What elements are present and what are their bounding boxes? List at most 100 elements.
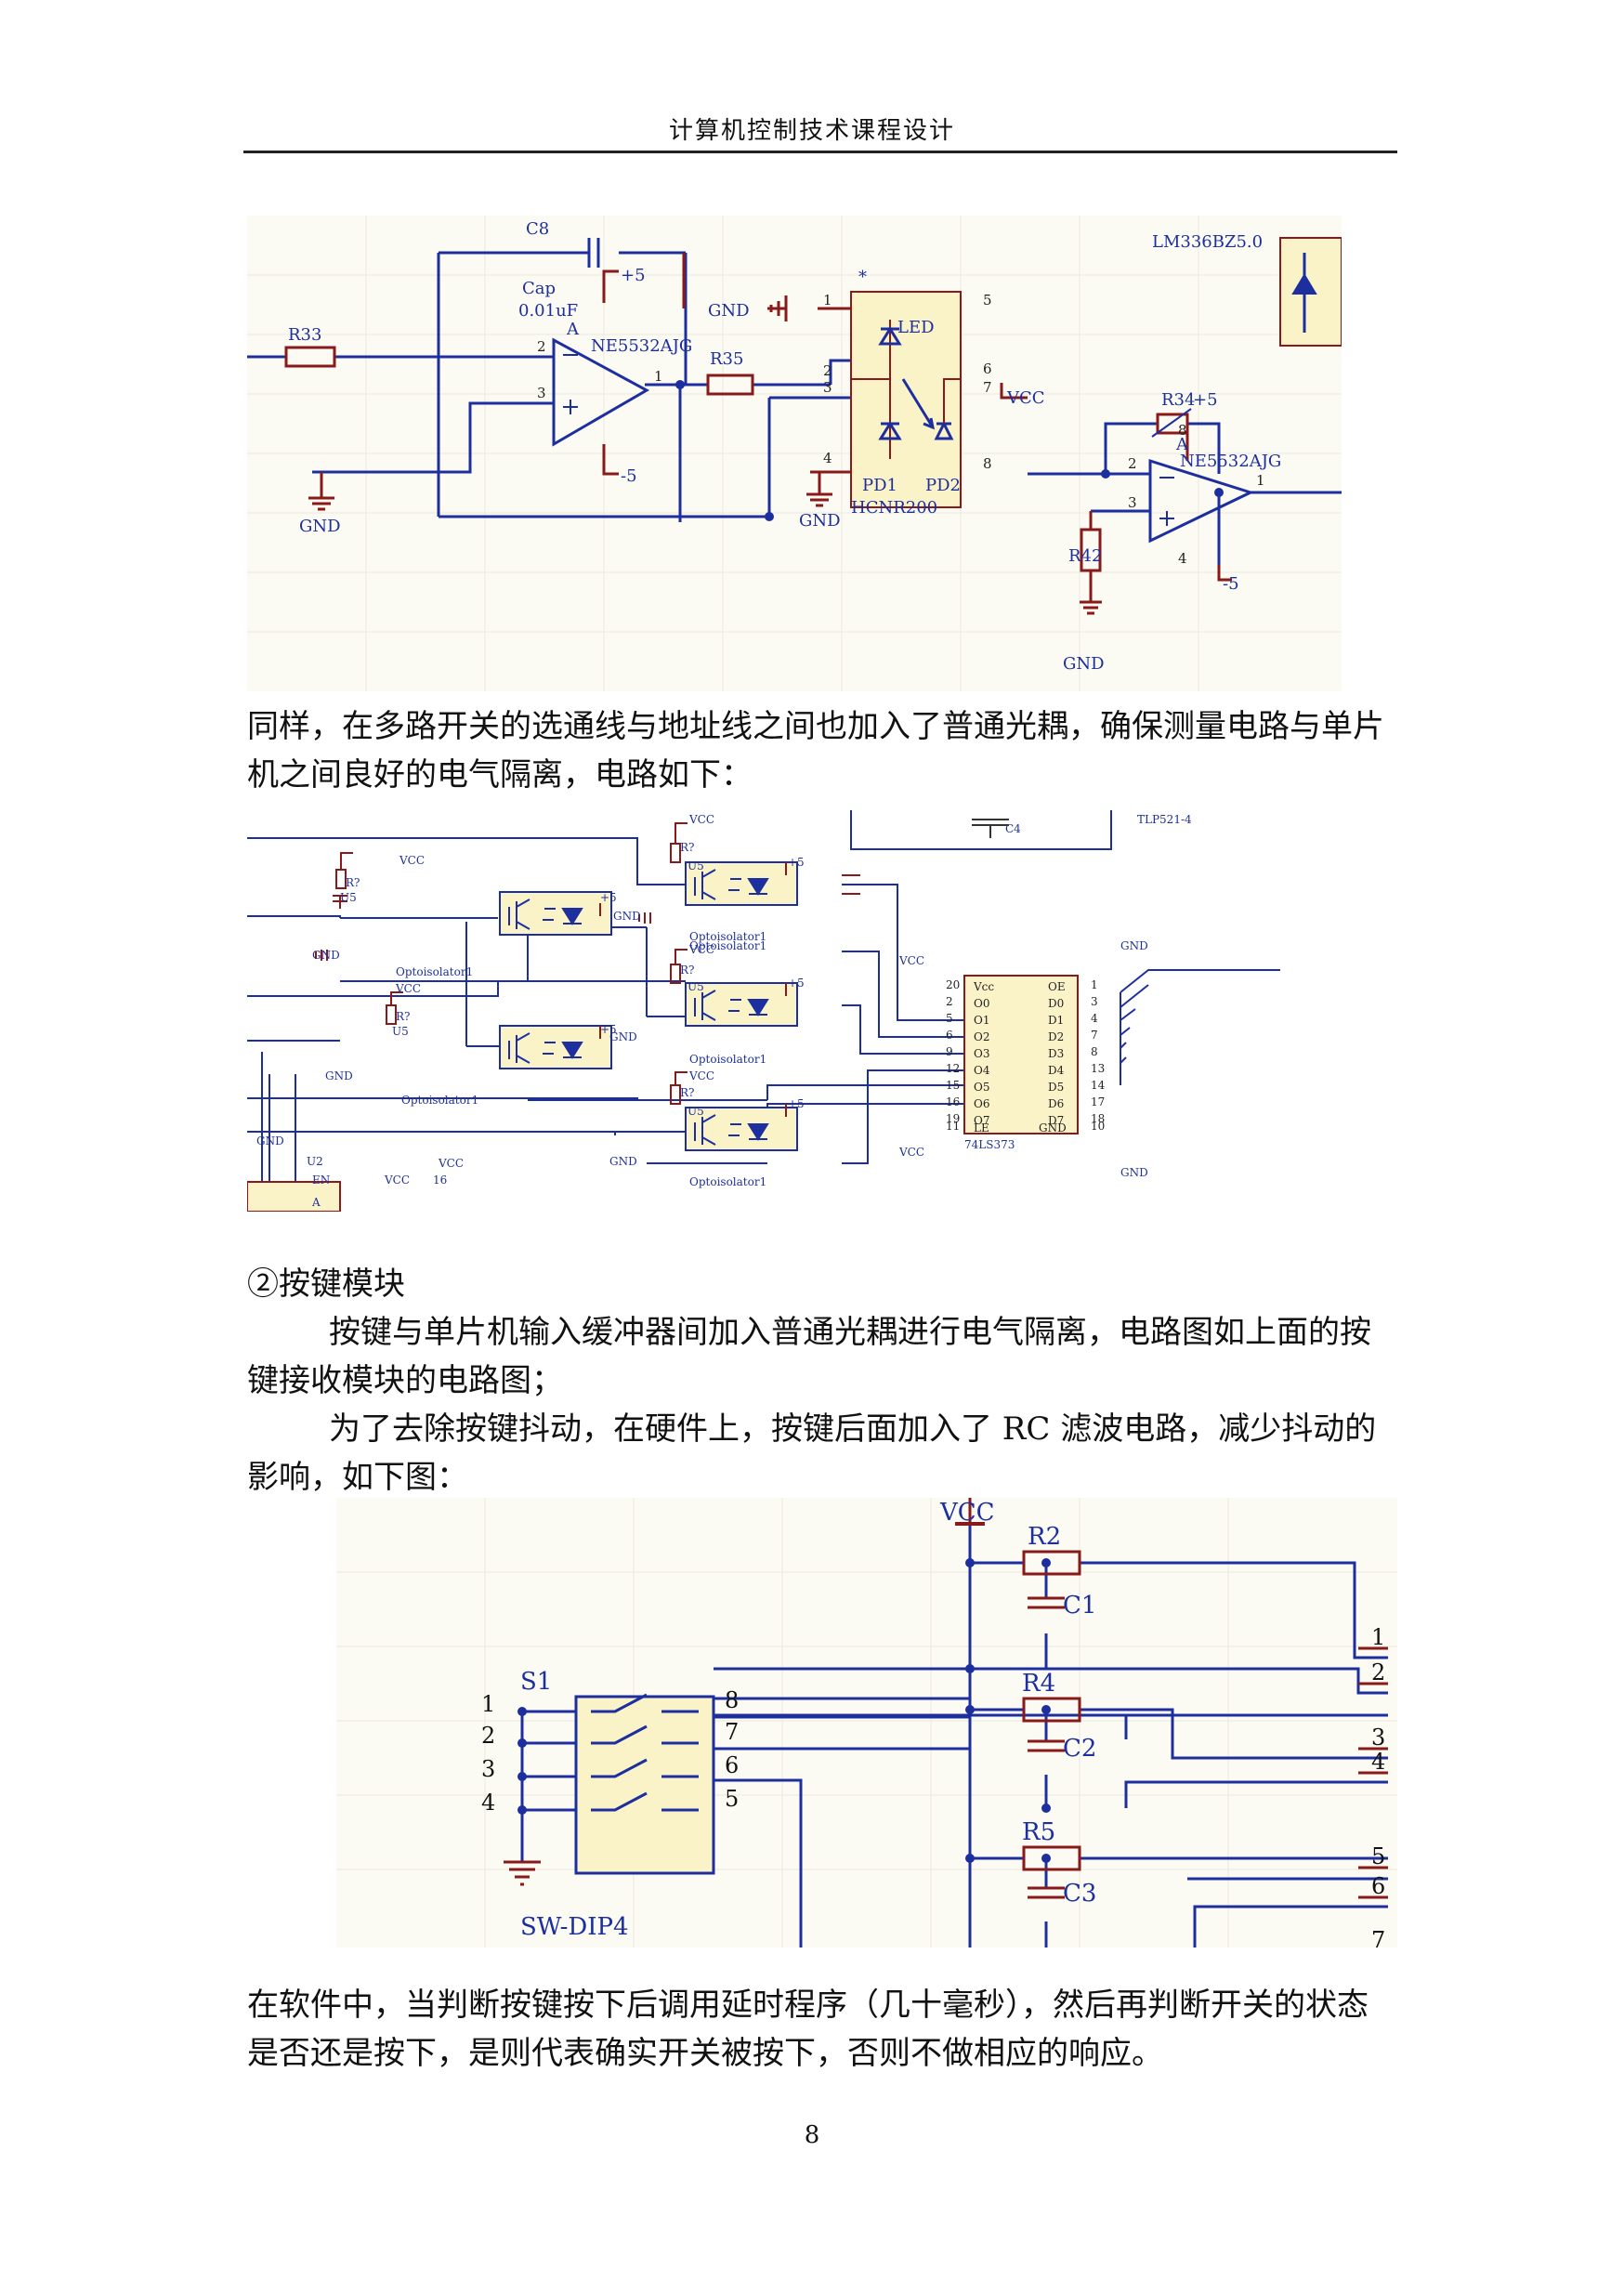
optoisolator-1 xyxy=(333,891,612,936)
pin-label: 2 xyxy=(823,362,832,379)
vcc-label: VCC xyxy=(1006,388,1045,408)
chip-pin-number: 18 xyxy=(1091,1112,1105,1125)
c2-label: C2 xyxy=(1063,1735,1096,1763)
amp1-minus5-label: -5 xyxy=(621,466,637,486)
u5-label: U5 xyxy=(688,859,704,872)
gnd-label-3: GND xyxy=(799,511,841,531)
gnd-label: GND xyxy=(609,1155,637,1168)
r42-label: R42 xyxy=(1068,546,1102,566)
running-header: 计算机控制技术课程设计 xyxy=(668,117,955,145)
vcc-label: VCC xyxy=(384,1174,410,1187)
pin-label: 2 xyxy=(537,338,546,355)
connector-pin: 4 xyxy=(1371,1749,1385,1775)
pin-label: 8 xyxy=(1178,422,1187,439)
chip-pin-number: 4 xyxy=(1091,1012,1098,1025)
chip-pin-number: 20 xyxy=(946,978,960,991)
figure-dip-switch-rc-filter-schematic: VCC R2 C1 R4 C2 R5 C3 S1 SW-DIP4 1 2 3 4… xyxy=(336,1498,1397,1948)
pin-label: 1 xyxy=(1256,472,1265,489)
chip-pin-number: 3 xyxy=(1091,995,1098,1008)
gnd-label-1: GND xyxy=(299,517,341,536)
pin-label: 5 xyxy=(983,292,992,308)
gnd-label-2: GND xyxy=(708,301,750,321)
u2-label: U2 xyxy=(307,1155,323,1168)
chip-pin-number: 12 xyxy=(946,1062,960,1075)
opto-label: Optoisolator1 xyxy=(689,930,766,943)
pd1-label: PD1 xyxy=(862,476,897,495)
switch-pin-2: 2 xyxy=(481,1723,495,1749)
amp1-label: NE5532AJG xyxy=(591,336,692,356)
plus5-label: +5 xyxy=(600,1023,617,1036)
chip-pin-number: 15 xyxy=(946,1079,960,1092)
paragraph-rc-filter: 为了去除按键抖动，在硬件上，按键后面加入了 RC 滤波电路，减少抖动的影响，如下… xyxy=(247,1410,1377,1496)
connector-pin: 3 xyxy=(1371,1725,1385,1751)
pin-label: 1 xyxy=(823,292,832,308)
amp1-unit-label: A xyxy=(566,320,580,339)
chip-pin-name: GND xyxy=(1039,1121,1067,1134)
r5-label: R5 xyxy=(1022,1818,1055,1846)
hcnr-label: HCNR200 xyxy=(851,498,937,518)
vcc-label: VCC xyxy=(688,813,714,826)
cap-value-label: 0.01uF xyxy=(518,301,578,321)
chip-pin-name: O2 xyxy=(974,1030,989,1043)
c3-label: C3 xyxy=(1063,1880,1096,1908)
vcc-label: VCC xyxy=(395,982,421,995)
u5-label: U5 xyxy=(688,980,704,993)
chip-pin-number: 13 xyxy=(1091,1062,1105,1075)
chip-pin-number: 10 xyxy=(1091,1120,1105,1133)
en-label: EN xyxy=(312,1174,330,1187)
plus5-label: +5 xyxy=(788,1097,805,1110)
chip-pin-name: D6 xyxy=(1048,1097,1064,1110)
chip-pin-name: O3 xyxy=(974,1047,989,1060)
pin-label: 4 xyxy=(1178,550,1187,567)
chip-pin-name: O6 xyxy=(974,1097,989,1110)
chip-pin-name: D7 xyxy=(1048,1114,1064,1127)
optoisolator-2 xyxy=(685,861,798,906)
u5-label: U5 xyxy=(340,891,357,904)
chip-pin-number: 14 xyxy=(1091,1079,1106,1092)
amp2-minus5-label: -5 xyxy=(1223,574,1239,594)
chip-pin-number: 17 xyxy=(1091,1095,1105,1108)
switch-pin-5: 5 xyxy=(725,1786,739,1812)
chip-pin-number: 8 xyxy=(1091,1045,1098,1058)
chip-pin-name: LE xyxy=(974,1121,989,1134)
chip-pin-number: 19 xyxy=(946,1112,960,1125)
pin-label: 3 xyxy=(1128,494,1137,511)
vcc-label: VCC xyxy=(399,854,425,867)
r34-label: R34 xyxy=(1161,390,1195,410)
pin-label: 1 xyxy=(654,368,663,385)
plus5-label: +5 xyxy=(600,891,617,904)
resistor-label: R? xyxy=(346,876,360,889)
resistor-label: R? xyxy=(680,1086,694,1099)
tlp-label: TLP521-4 xyxy=(1137,813,1192,826)
gnd-label: GND xyxy=(609,1030,637,1043)
connector-pin: 5 xyxy=(1371,1843,1385,1869)
chip-pin-number: 1 xyxy=(1091,978,1098,991)
c1-label: C1 xyxy=(1063,1592,1096,1620)
amp2-label: NE5532AJG xyxy=(1180,452,1281,471)
resistor-label: R? xyxy=(396,1010,410,1023)
vcc-label: VCC xyxy=(438,1157,464,1170)
chip-pin-name: OE xyxy=(1048,980,1066,993)
paragraph-button-isolation: 按键与单片机输入缓冲器间加入普通光耦进行电气隔离，电路图如上面的按键接收模块的电… xyxy=(247,1314,1371,1399)
optoisolator-4 xyxy=(499,1025,612,1069)
vcc-label: VCC xyxy=(898,1146,924,1159)
switch-pin-8: 8 xyxy=(725,1687,739,1713)
connector-pin: 1 xyxy=(1371,1624,1385,1650)
gnd-label: GND xyxy=(312,949,340,962)
opto-label: Optoisolator1 xyxy=(401,1094,478,1107)
amp2-unit-label: A xyxy=(1175,435,1189,454)
pin-label: 6 xyxy=(983,361,992,377)
chip-pin-name: D2 xyxy=(1048,1030,1064,1043)
vcc-label: VCC xyxy=(688,1069,714,1082)
vcc-label: VCC xyxy=(898,954,924,967)
r2-label: R2 xyxy=(1028,1523,1061,1551)
gnd-label: GND xyxy=(256,1134,284,1148)
page-number: 8 xyxy=(804,2121,820,2149)
optoisolator-3 xyxy=(685,982,798,1027)
pin-label: 7 xyxy=(983,379,992,396)
vcc-label: VCC xyxy=(688,943,714,956)
pin-label: 2 xyxy=(1128,455,1137,472)
chip-pin-name: O0 xyxy=(974,997,989,1010)
vcc-label: VCC xyxy=(939,1499,995,1527)
connector-pin: 2 xyxy=(1371,1659,1385,1685)
